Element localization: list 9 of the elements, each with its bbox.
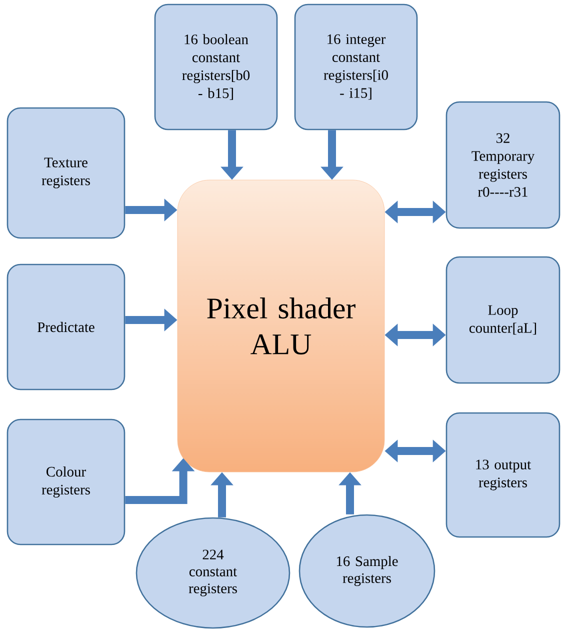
register-box: Loop counter[aL] xyxy=(446,256,560,384)
register-box: 13 output registers xyxy=(446,412,560,538)
alu-box: Pixel shader ALU xyxy=(177,180,385,472)
register-box: 16 boolean constant registers[b0 - b15] xyxy=(154,4,278,130)
register-box: Colour registers xyxy=(6,418,126,546)
register-box: 16 integer constant registers[i0 - i15] xyxy=(294,4,418,130)
register-box: 32 Temporary registers r0----r31 xyxy=(446,101,560,229)
register-box: Texture registers xyxy=(6,107,126,239)
register-box: Predictate xyxy=(6,264,126,390)
